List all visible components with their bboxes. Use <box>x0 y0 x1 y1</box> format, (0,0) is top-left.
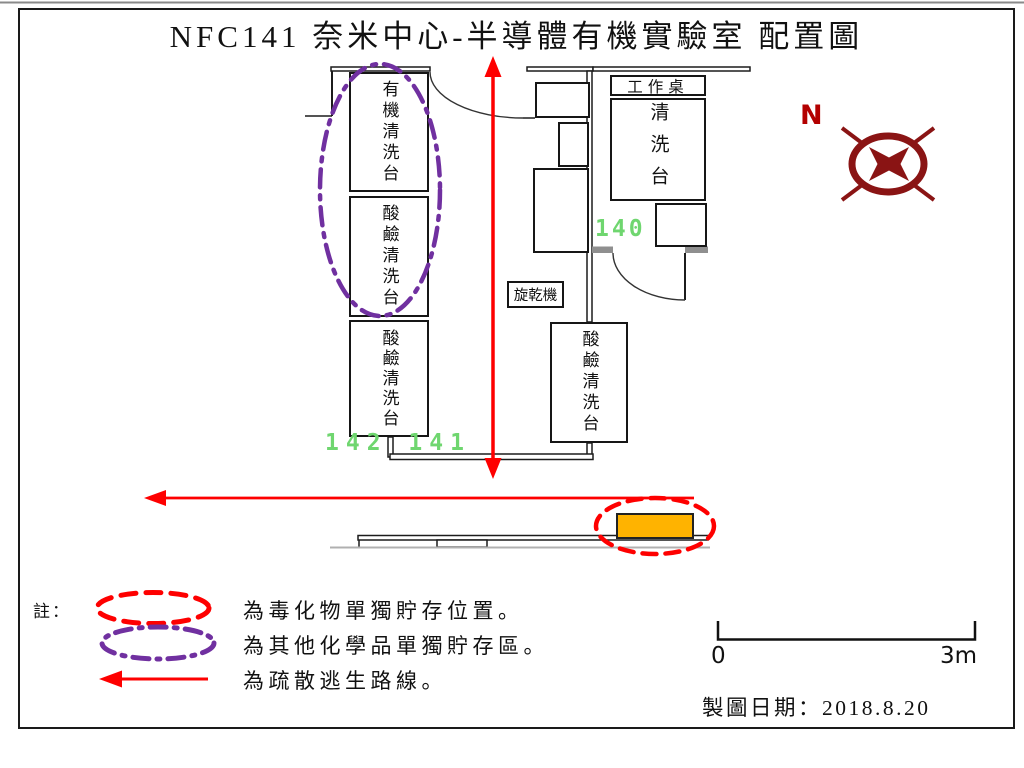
door-jamb-left-140 <box>592 246 613 253</box>
wash-station-140-label: 清洗台 <box>647 101 669 198</box>
spin-dryer-box: 旋乾機 <box>507 281 564 308</box>
toxic-storage-cabinet <box>616 513 694 539</box>
legend-red-dashed-ellipse-icon <box>94 590 212 626</box>
work-desk-box: 工作桌 <box>610 75 706 96</box>
compass-spike-se <box>912 183 936 202</box>
acid-wash-station-lower-box: 酸鹼清洗台 <box>349 320 429 437</box>
rooms-142-141-label: 142 141 <box>325 430 471 456</box>
escape-arrow-down-head <box>484 458 502 479</box>
fixture-box-a <box>535 82 590 118</box>
spin-dryer-label: 旋乾機 <box>513 288 558 304</box>
date-label: 製圖日期：2018.8.20 <box>702 696 931 720</box>
compass-star <box>869 147 909 181</box>
toxic-storage-ellipse <box>593 495 717 557</box>
acid-wash-station-right-box: 酸鹼清洗台 <box>550 322 628 443</box>
north-label: N <box>800 100 823 131</box>
compass-spike-nw <box>840 126 864 145</box>
fixture-box-c <box>533 168 589 253</box>
wash-station-140-box: 清洗台 <box>610 98 706 201</box>
legend-purple-dashdot-ellipse-icon <box>99 624 217 662</box>
door-arc-top <box>429 71 524 119</box>
door-arc-140 <box>612 252 686 301</box>
organic-wash-station-label: 有機清洗台 <box>379 79 399 185</box>
legend-note-label: 註： <box>33 602 71 621</box>
compass-rose <box>840 126 936 202</box>
door-jamb-right-140 <box>685 246 708 253</box>
acid-wash-station-lower-label: 酸鹼清洗台 <box>379 328 399 429</box>
page-border-frame <box>18 8 1015 729</box>
legend-item-escape-text: 為疏散逃生路線。 <box>243 669 447 693</box>
scale-start-label: 0 <box>711 643 726 669</box>
compass-spike-sw <box>840 183 864 202</box>
wall-top-left <box>330 66 431 72</box>
page-title: NFC141 奈米中心-半導體有機實驗室 配置圖 <box>169 19 864 54</box>
legend-item-toxic-text: 為毒化物單獨貯存位置。 <box>243 599 524 623</box>
acid-wash-station-upper-label: 酸鹼清洗台 <box>379 204 399 309</box>
room-140-label: 140 <box>595 216 646 242</box>
acid-wash-station-right-label: 酸鹼清洗台 <box>579 330 599 435</box>
fixture-box-d <box>655 203 707 247</box>
legend-item-chemical-text: 為其他化學品單獨貯存區。 <box>243 634 549 658</box>
acid-wash-station-upper-box: 酸鹼清洗台 <box>349 196 429 317</box>
wall-top-right <box>592 66 751 72</box>
work-desk-label: 工作桌 <box>627 78 689 96</box>
legend-arrow-head-icon <box>99 670 122 688</box>
compass-ring <box>848 132 928 196</box>
escape-arrow-left-head <box>144 490 166 506</box>
scale-bar-bracket <box>716 621 977 641</box>
scale-end-label: 3m <box>940 643 978 669</box>
fixture-box-b <box>558 122 589 167</box>
escape-arrow-up-head <box>484 56 502 77</box>
compass-spike-ne <box>912 126 936 145</box>
chemical-storage-ellipse <box>317 61 443 319</box>
